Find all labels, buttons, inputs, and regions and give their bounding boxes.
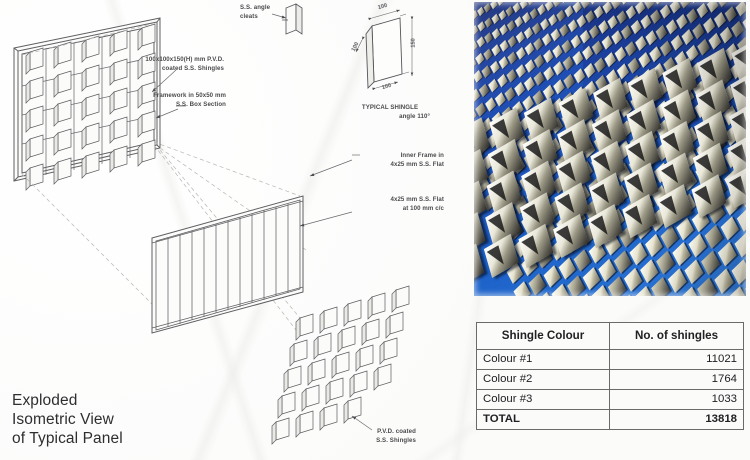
annotation-line: S.S. angle: [240, 4, 271, 11]
annotation-line: cleats: [240, 12, 258, 20]
annotation-flat-spacing-spec: 4x25 mm S.S. Flat at 100 mm c/c: [344, 196, 444, 213]
table-header-row: Shingle Colour No. of shingles: [475, 322, 744, 350]
table-row: Colour #1 11021: [475, 349, 744, 370]
photo-edge-glow: [474, 2, 746, 296]
leader-lines: [151, 13, 373, 431]
annotation-line: Inner Frame in: [400, 152, 444, 159]
exploded-isometric-drawing: 100x100x150(H) mm P.V.D. coated S.S. Shi…: [12, 3, 444, 449]
caption-line: Exploded: [12, 392, 78, 409]
annotation-line: 4x25 mm S.S. Flat: [390, 160, 444, 168]
annotation-line: S.S. Box Section: [175, 100, 226, 108]
photo-vignette: [474, 2, 746, 296]
column-header-count: No. of shingles: [609, 322, 744, 350]
annotation-shingle-spec: 100x100x150(H) mm P.V.D. coated S.S. Shi…: [104, 56, 224, 73]
dimension-right: 150: [410, 38, 417, 48]
angle-cleat-detail: [282, 3, 303, 35]
page-title: Exploded Isometric View of Typical Panel: [12, 392, 123, 449]
cell-colour: Colour #2: [475, 369, 611, 390]
annotation-line: P.V.D. coated: [377, 428, 416, 435]
typical-shingle-caption: TYPICAL SHINGLE angle 110°: [344, 104, 436, 121]
annotation-framework-spec: Framework in 50x50 mm S.S. Box Section: [108, 92, 226, 109]
detail-title: TYPICAL SHINGLE: [361, 104, 419, 111]
shingle-facade-photograph: [474, 2, 746, 296]
shingle-count-table-wrapper: Shingle Colour No. of shingles Colour #1…: [475, 322, 744, 430]
annotation-angle-cleats-spec: S.S. angle cleats: [240, 4, 300, 21]
cell-total-count: 13818: [609, 409, 744, 430]
typical-shingle-detail: [355, 9, 414, 91]
annotation-line: 4x25 mm S.S. Flat: [390, 196, 444, 203]
inner-frame-flats: [167, 204, 289, 327]
cell-count: 11021: [609, 349, 744, 370]
annotation-line: at 100 mm c/c: [402, 204, 444, 212]
cell-colour: Colour #3: [475, 389, 611, 410]
annotation-inner-frame-spec: Inner Frame in 4x25 mm S.S. Flat: [348, 152, 444, 169]
inner-frame-panel: [151, 195, 304, 334]
table-row: Colour #3 1033: [475, 389, 744, 410]
annotation-line: 100x100x150(H) mm P.V.D.: [145, 56, 224, 63]
shingle-count-table: Shingle Colour No. of shingles Colour #1…: [475, 322, 744, 430]
cell-count: 1033: [609, 389, 744, 410]
annotation-line: coated S.S. Shingles: [162, 64, 224, 72]
cell-count: 1764: [609, 369, 744, 390]
detail-subtitle: angle 110°: [399, 112, 430, 120]
annotation-pvd-shingles-spec: P.V.D. coated S.S. Shingles: [310, 428, 416, 445]
cell-total-label: TOTAL: [475, 409, 611, 430]
annotation-line: Framework in 50x50 mm: [153, 92, 226, 99]
column-header-colour: Shingle Colour: [475, 322, 611, 350]
drawing-vector: [13, 3, 414, 445]
table-body: Colour #1 11021 Colour #2 1764 Colour #3…: [475, 349, 744, 430]
caption-line: Isometric View: [12, 410, 114, 428]
caption-line: of Typical Panel: [12, 429, 123, 447]
table-row: Colour #2 1764: [475, 369, 744, 390]
cell-colour: Colour #1: [475, 349, 611, 370]
table-total-row: TOTAL 13818: [475, 409, 744, 430]
annotation-line: S.S. Shingles: [376, 436, 416, 444]
loose-shingle-array: [271, 285, 410, 445]
